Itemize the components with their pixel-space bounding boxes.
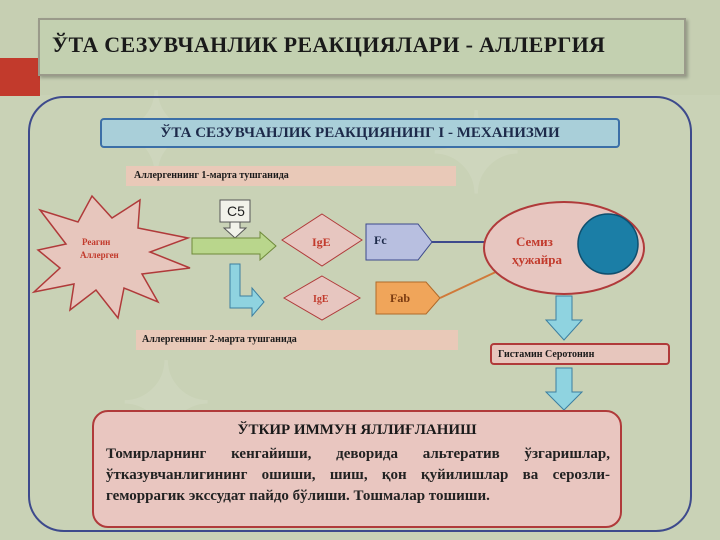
mast-down-arrow bbox=[544, 295, 584, 341]
first-exposure-band bbox=[126, 166, 456, 186]
allergen-label-2: Аллерген bbox=[80, 250, 119, 260]
c5-down-arrow bbox=[222, 221, 248, 239]
page-title: ЎТА СЕЗУВЧАНЛИК РЕАКЦИЯЛАРИ - АЛЛЕРГИЯ bbox=[52, 32, 606, 57]
ige-top-diamond bbox=[281, 213, 363, 267]
green-arrow bbox=[191, 230, 277, 262]
mast-cell-label-1: Семиз bbox=[516, 234, 553, 249]
acute-title: ЎТКИР ИММУН ЯЛЛИҒЛАНИШ bbox=[237, 422, 477, 438]
main-frame bbox=[28, 96, 692, 532]
mast-cell-nucleus bbox=[577, 213, 639, 275]
ige-bottom-diamond bbox=[283, 275, 361, 321]
ige-bottom-label: IgE bbox=[313, 294, 329, 305]
mechanism-title: ЎТА СЕЗУВЧАНЛИК РЕАКЦИЯНИНГ I - МЕХАНИЗМ… bbox=[160, 125, 560, 141]
fab-shape bbox=[375, 281, 441, 315]
histamine-label: Гистамин Серотонин bbox=[498, 349, 595, 360]
c5-label: C5 bbox=[227, 203, 245, 219]
second-exposure-band bbox=[136, 330, 458, 350]
histamine-box: Гистамин Серотонин bbox=[490, 343, 670, 365]
allergen-star bbox=[31, 194, 191, 320]
fc-shape bbox=[365, 223, 433, 261]
acute-inflammation-box: ЎТКИР ИММУН ЯЛЛИҒЛАНИШ Томирларнинг кенг… bbox=[92, 410, 622, 528]
second-exposure-label: Аллергеннинг 2-марта тушганида bbox=[142, 334, 297, 345]
allergen-label-1: Реагин bbox=[82, 237, 110, 247]
accent-band bbox=[0, 58, 40, 96]
acute-down-arrow bbox=[544, 367, 584, 411]
fc-label: Fc bbox=[374, 233, 387, 247]
ige-top-label: IgE bbox=[312, 235, 331, 249]
fab-connector bbox=[439, 269, 501, 299]
fab-label: Fab bbox=[390, 291, 410, 305]
first-exposure-label: Аллергеннинг 1-марта тушганида bbox=[134, 170, 289, 181]
teal-elbow-arrow bbox=[229, 263, 265, 318]
acute-body: Томирларнинг кенгайиши, деворида альтера… bbox=[106, 446, 610, 504]
title-box: ЎТА СЕЗУВЧАНЛИК РЕАКЦИЯЛАРИ - АЛЛЕРГИЯ bbox=[38, 18, 686, 76]
mechanism-title-box: ЎТА СЕЗУВЧАНЛИК РЕАКЦИЯНИНГ I - МЕХАНИЗМ… bbox=[100, 118, 620, 148]
watermark: ✦ bbox=[430, 93, 523, 216]
mast-cell-label-2: ҳужайра bbox=[512, 252, 562, 267]
